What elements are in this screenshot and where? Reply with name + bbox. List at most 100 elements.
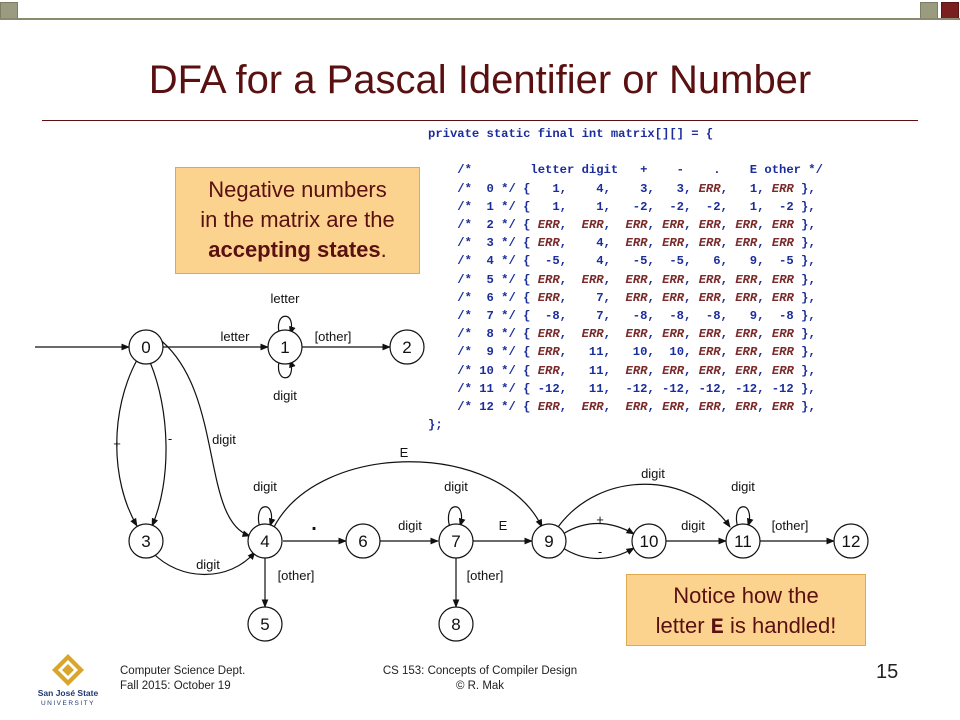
state-6 (345, 523, 381, 559)
err-token: ERR (771, 400, 794, 415)
note-text: letter (655, 613, 711, 638)
edge-label: letter (221, 329, 251, 344)
transition-0-3-minus (149, 361, 167, 527)
edge-label: letter (271, 291, 301, 306)
edge-label: E (400, 445, 409, 460)
letter-e-note: Notice how the letter E is handled! (626, 574, 866, 646)
err-token: ERR (771, 327, 794, 342)
code-line: /* 1 */ { 1, 1, -2, -2, -2, 1, -2 }, (428, 199, 816, 214)
err-token: ERR (698, 400, 721, 415)
self-loop-7 (447, 506, 466, 529)
state-0 (128, 329, 164, 365)
err-token: ERR (662, 218, 685, 233)
state-10 (631, 523, 667, 559)
edge-label: digit (196, 557, 220, 572)
code-line: /* 8 */ { ERR, ERR, ERR, ERR, ERR, ERR, … (428, 327, 816, 342)
self-loop-1-top (277, 315, 296, 337)
err-token: ERR (698, 272, 721, 287)
state-label-1: 1 (280, 338, 289, 357)
transition-0-3-plus (116, 359, 138, 527)
err-token: ERR (581, 272, 604, 287)
note-line: Negative numbers (208, 177, 387, 202)
footer-dept: Computer Science Dept. (120, 665, 246, 677)
edge-label: [other] (278, 568, 315, 583)
note-emphasis: accepting states (208, 237, 381, 262)
state-1 (267, 329, 303, 365)
err-token: ERR (735, 272, 758, 287)
state-3 (128, 523, 164, 559)
transition-0-4 (157, 337, 251, 537)
sjsu-logo: San José State UNIVERSITY (18, 652, 118, 713)
err-token: ERR (537, 218, 560, 233)
err-token: ERR (735, 400, 758, 415)
state-label-11: 11 (734, 532, 752, 551)
state-label-9: 9 (544, 532, 553, 551)
edge-label: digit (731, 479, 755, 494)
logo-emblem (52, 654, 84, 686)
err-token: ERR (662, 327, 685, 342)
err-token: ERR (735, 327, 758, 342)
err-token: ERR (581, 218, 604, 233)
err-token: ERR (698, 345, 721, 360)
err-token: ERR (625, 218, 648, 233)
err-token: ERR (662, 363, 685, 378)
err-token: ERR (537, 236, 560, 251)
code-line: /* 11 */ { -12, 11, -12, -12, -12, -12, … (428, 381, 816, 396)
code-line: /* 4 */ { -5, 4, -5, -5, 6, 9, -5 }, (428, 254, 816, 269)
edge-label: digit (398, 518, 422, 533)
err-token: ERR (537, 290, 560, 305)
state-2 (389, 329, 425, 365)
err-token: ERR (537, 272, 560, 287)
note-line: Notice how the (673, 583, 819, 608)
state-label-0: 0 (141, 338, 150, 357)
state-7 (438, 523, 474, 559)
edge-label: [other] (315, 329, 352, 344)
state-label-2: 2 (402, 338, 411, 357)
err-token: ERR (698, 181, 721, 196)
top-decoration-bar (0, 0, 960, 20)
state-label-4: 4 (260, 532, 269, 551)
state-label-12: 12 (842, 532, 861, 551)
err-token: ERR (537, 363, 560, 378)
state-label-6: 6 (358, 532, 367, 551)
negative-numbers-note: Negative numbers in the matrix are the a… (175, 167, 420, 274)
note-line: in the matrix are the (200, 207, 395, 232)
footer-center: CS 153: Concepts of Compiler Design © R.… (350, 664, 610, 694)
err-token: ERR (698, 363, 721, 378)
err-token: ERR (735, 236, 758, 251)
err-token: ERR (662, 272, 685, 287)
edge-label: + (113, 436, 121, 451)
self-loop-4 (257, 506, 276, 529)
code-line: /* letter digit + - . E other */ (428, 163, 823, 178)
code-line: /* 2 */ { ERR, ERR, ERR, ERR, ERR, ERR, … (428, 218, 816, 233)
transition-9-10-minus (562, 547, 635, 559)
code-line: }; (428, 418, 443, 433)
state-label-3: 3 (141, 532, 150, 551)
state-11 (725, 523, 761, 559)
code-line: /* 10 */ { ERR, 11, ERR, ERR, ERR, ERR, … (428, 363, 816, 378)
err-token: ERR (698, 218, 721, 233)
note-text: . (380, 237, 387, 262)
note-code: E (710, 615, 724, 640)
err-token: ERR (537, 327, 560, 342)
code-line: /* 12 */ { ERR, ERR, ERR, ERR, ERR, ERR,… (428, 400, 816, 415)
err-token: ERR (698, 290, 721, 305)
err-token: ERR (771, 236, 794, 251)
edge-label: digit (681, 518, 705, 533)
edge-label: - (168, 431, 172, 446)
state-label-5: 5 (260, 615, 269, 634)
self-loop-1-bottom (277, 357, 296, 379)
state-9 (531, 523, 567, 559)
err-token: ERR (537, 400, 560, 415)
err-token: ERR (662, 290, 685, 305)
note-line: letter E is handled! (627, 611, 865, 643)
err-token: ERR (698, 236, 721, 251)
state-label-8: 8 (451, 615, 460, 634)
err-token: ERR (698, 327, 721, 342)
slide-title: DFA for a Pascal Identifier or Number (148, 58, 812, 102)
err-token: ERR (537, 345, 560, 360)
err-token: ERR (771, 363, 794, 378)
state-5 (247, 606, 283, 642)
code-line: /* 6 */ { ERR, 7, ERR, ERR, ERR, ERR, ER… (428, 290, 816, 305)
edge-label: digit (212, 432, 236, 447)
